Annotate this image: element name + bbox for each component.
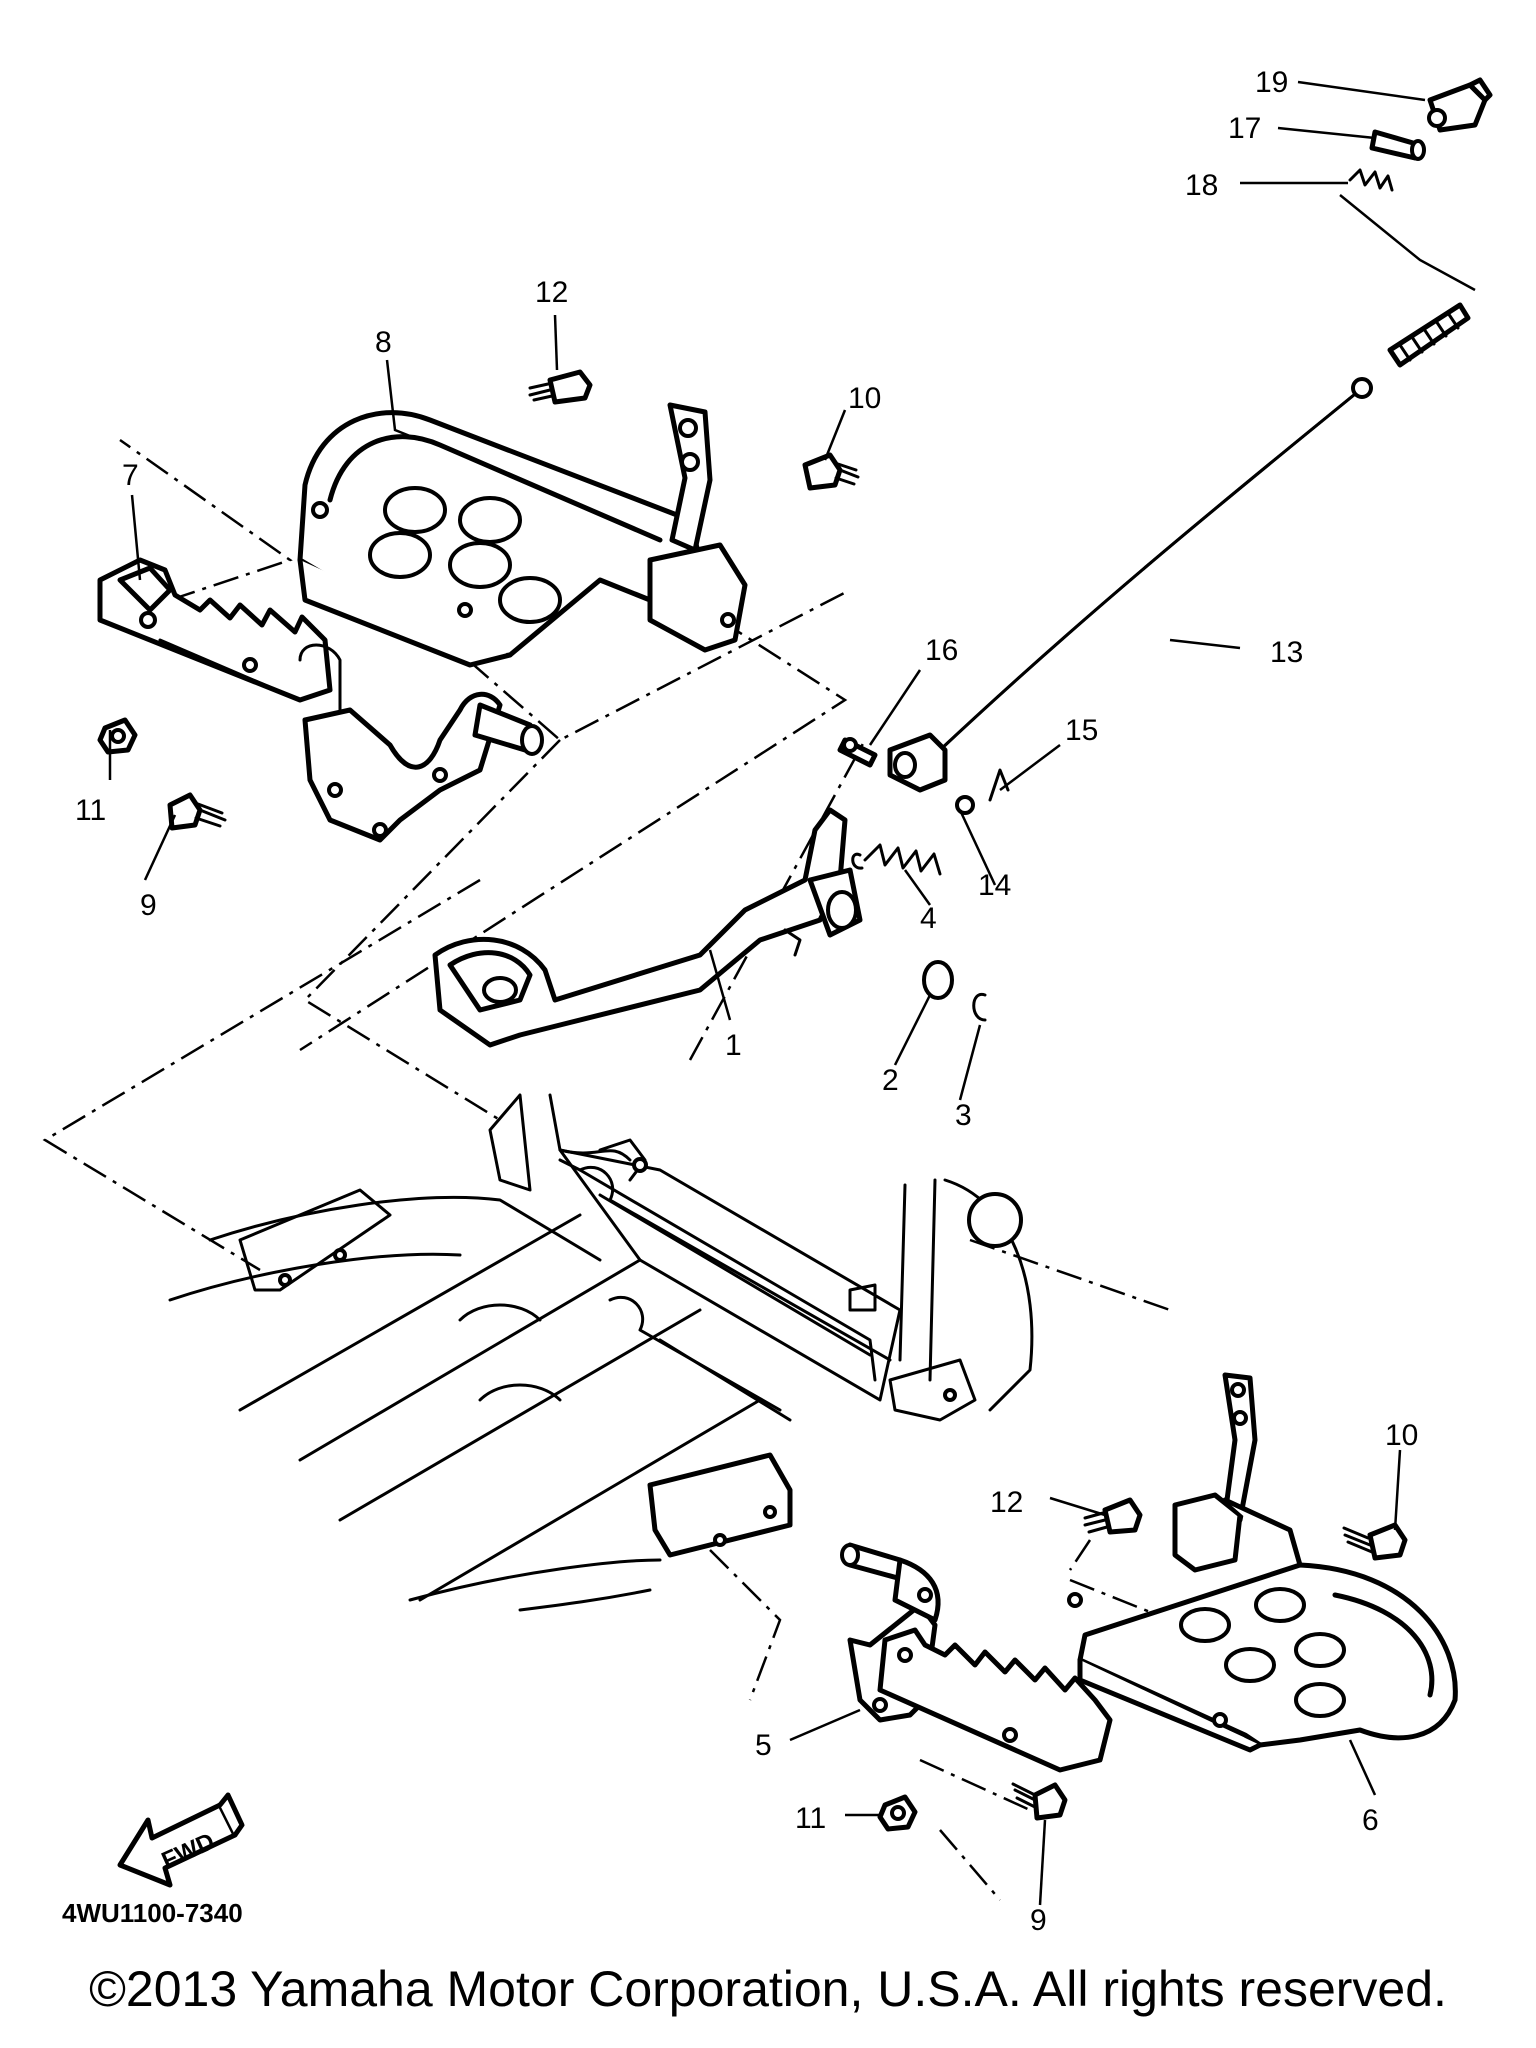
callout-2: 2 [882, 1064, 899, 1097]
callout-18: 18 [1185, 169, 1218, 202]
callout-5: 5 [755, 1729, 772, 1762]
footrest-arm-left [302, 691, 544, 843]
footrest-right [840, 1542, 1113, 1773]
frame [168, 1093, 1034, 1612]
callout-13: 13 [1270, 636, 1303, 669]
footrest-bracket-right [1067, 1372, 1458, 1753]
diagram-code: 4WU1100-7340 [62, 1898, 243, 1928]
fwd-arrow-icon: FWD [117, 1792, 245, 1888]
callout-19: 19 [1255, 66, 1288, 99]
footrest-left [97, 557, 342, 722]
footrest-bracket-left [297, 402, 748, 668]
callout-17: 17 [1228, 112, 1261, 145]
pedal-hardware [837, 732, 1010, 1022]
callout-numbers: 19 17 18 12 8 10 7 11 9 13 16 15 14 4 1 … [75, 66, 1418, 1937]
callout-12-lower: 12 [990, 1486, 1023, 1519]
callout-9-left: 9 [140, 889, 157, 922]
brake-cable [938, 194, 1476, 752]
callout-14: 14 [978, 869, 1011, 902]
callout-10-upper: 10 [848, 382, 881, 415]
callout-11-left: 11 [75, 794, 106, 827]
callout-9-lower: 9 [1030, 1904, 1047, 1937]
callout-4: 4 [920, 902, 937, 935]
callout-3: 3 [955, 1099, 972, 1132]
brake-pedal [432, 807, 863, 1048]
callout-12-upper: 12 [535, 276, 568, 309]
callout-8: 8 [375, 326, 392, 359]
copyright-notice: ©2013 Yamaha Motor Corporation, U.S.A. A… [89, 1961, 1447, 2017]
leader-lines [108, 80, 1426, 1906]
callout-1: 1 [725, 1029, 742, 1062]
callout-16: 16 [925, 634, 958, 667]
callout-7: 7 [122, 459, 139, 492]
callout-6: 6 [1362, 1804, 1379, 1837]
callout-15: 15 [1065, 714, 1098, 747]
callout-10-lower: 10 [1385, 1419, 1418, 1452]
adjuster-parts [1348, 77, 1493, 192]
callout-11-lower: 11 [795, 1802, 826, 1835]
